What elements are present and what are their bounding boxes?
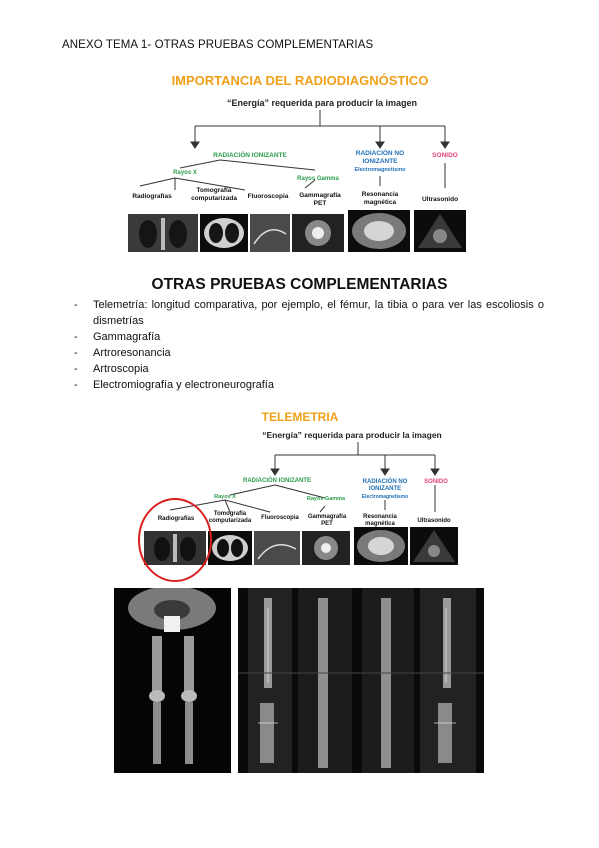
tree-connectors [139, 110, 450, 191]
list-item-text: Artroresonancia [93, 347, 171, 359]
section-title: OTRAS PRUEBAS COMPLEMENTARIAS [151, 276, 448, 293]
thumb-mri-1 [348, 210, 410, 252]
sub-xray: Rayos X [214, 494, 236, 500]
bullet-dash: - [74, 347, 78, 359]
leaf-ultrasonido: Ultrasonido [417, 518, 451, 524]
thumb-ct-2 [208, 531, 252, 565]
figure-title: TELEMETRIA [261, 410, 339, 424]
leaf-gammagrafia-2: PET [321, 521, 333, 527]
list-item: - Gammagrafía [74, 329, 544, 345]
bullet-list: - Telemetría: longitud comparativa, por e… [74, 297, 544, 393]
category-ionizing: RADIACIÓN IONIZANTE [213, 152, 287, 159]
xray-panels [238, 588, 484, 773]
sub-gamma: Rayos Gamma [297, 176, 339, 182]
list-item-text: Telemetría: longitud comparativa, por ej… [93, 299, 544, 327]
leaf-gammagrafia-1: Gammagrafía [307, 514, 347, 520]
thumb-gamma-1 [292, 214, 344, 252]
category-sound: SONIDO [432, 152, 458, 159]
leaf-tomografia-1: Tomografía [213, 511, 247, 517]
xray-full-legs [114, 586, 231, 773]
sub-electromagnetism: Electromagnetismo [354, 167, 406, 173]
highlight-circle [138, 498, 212, 582]
sub-gamma: Rayos Gamma [306, 496, 346, 502]
list-item-text: Electromiografía y electroneurografía [93, 379, 274, 391]
energy-label: “Energía” requerida para producir la ima… [262, 430, 442, 440]
document-header: ANEXO TEMA 1- OTRAS PRUEBAS COMPLEMENTAR… [62, 39, 374, 51]
sub-xray: Rayos X [173, 170, 197, 176]
list-item-text: Gammagrafía [93, 331, 161, 343]
leaf-resonancia-1: Resonancia [361, 191, 399, 198]
thumb-fluoro-1 [250, 214, 290, 252]
thumb-ultrasound-1 [414, 210, 466, 252]
thumb-ct-1 [200, 214, 248, 252]
leaf-resonancia-2: magnética [363, 199, 397, 206]
category-sound: SONIDO [424, 479, 448, 485]
thumb-fluoro-2 [254, 531, 300, 565]
leaf-gammagrafia-2: PET [313, 200, 327, 207]
leaf-tomografia-1: Tomografía [196, 187, 232, 194]
sub-electromagnetism: Electromagnetismo [361, 494, 409, 500]
category-nonionizing-line2: IONIZANTE [368, 486, 402, 492]
energy-label: “Energía” requerida para producir la ima… [226, 98, 418, 108]
thumb-gamma-2 [302, 531, 350, 565]
bullet-dash: - [74, 363, 78, 375]
leaf-fluoroscopia: Fluoroscopia [247, 193, 289, 200]
category-nonionizing-line1: RADIACIÓN NO [362, 479, 408, 485]
thumb-chest-xray-1 [128, 214, 198, 252]
leaf-tomografia-2: computarizada [208, 518, 252, 524]
thumb-ultrasound-2 [410, 527, 458, 565]
list-item: - Electromiografía y electroneurografía [74, 377, 544, 393]
list-item: - Telemetría: longitud comparativa, por e… [74, 297, 544, 329]
category-nonionizing-line2: IONIZANTE [362, 158, 398, 165]
leaf-radiografias: Radiografías [132, 193, 172, 200]
leaf-resonancia-1: Resonancia [363, 514, 397, 520]
leaf-resonancia-2: magnética [365, 521, 395, 527]
list-item: - Artroresonancia [74, 345, 544, 361]
leaf-gammagrafia-1: Gammagrafía [299, 192, 341, 199]
bullet-dash: - [74, 299, 78, 311]
tree-connectors [169, 442, 440, 513]
leaf-tomografia-2: computarizada [191, 195, 237, 202]
thumb-chest-xray-2 [144, 531, 206, 565]
category-ionizing: RADIACIÓN IONIZANTE [243, 478, 311, 484]
thumb-mri-2 [354, 527, 408, 565]
leaf-ultrasonido: Ultrasonido [421, 196, 459, 203]
leaf-fluoroscopia: Fluoroscopia [261, 515, 299, 521]
leaf-radiografias: Radiografías [157, 516, 195, 522]
list-item: - Artroscopia [74, 361, 544, 377]
category-nonionizing-line1: RADIACIÓN NO [355, 150, 405, 157]
bullet-dash: - [74, 379, 78, 391]
bullet-dash: - [74, 331, 78, 343]
figure-title: IMPORTANCIA DEL RADIODIAGNÓSTICO [171, 73, 429, 88]
list-item-text: Artroscopia [93, 363, 149, 375]
